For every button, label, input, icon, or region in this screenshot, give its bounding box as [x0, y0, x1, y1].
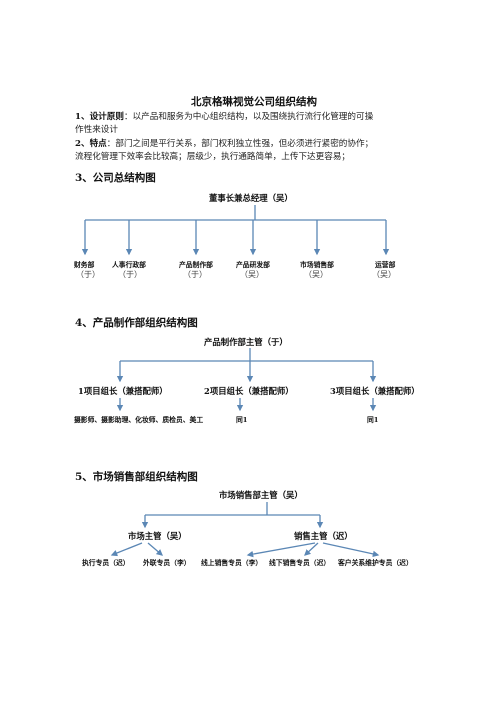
- features-line-2: 流程化管理下效率会比较高；层级少，执行通路简单，上传下达更容易；: [75, 152, 351, 162]
- features-label: 2、特点: [75, 139, 107, 149]
- conn-staff-offline: [304, 542, 319, 556]
- dept-production: 产品制作部: [179, 261, 213, 269]
- section5-heading: 5、市场销售部组织结构图: [75, 471, 198, 483]
- dept-finance-owner: （于）: [76, 270, 100, 279]
- section4-heading: 4、产品制作部组织结构图: [75, 317, 198, 329]
- sales-manager: 销售主管（迟）: [294, 531, 353, 541]
- sales-root-node: 市场销售部主管（吴）: [219, 490, 303, 500]
- staff-execution: 执行专员（迟）: [82, 559, 130, 567]
- dept-marketing-sales: 市场销售部: [300, 261, 334, 269]
- staff-external-relations: 外联专员（李）: [143, 559, 191, 567]
- dept-rnd: 产品研发部: [236, 261, 270, 269]
- design-principle-line-1: 1、设计原则：以产品和服务为中心组织结构，以及围绕执行流行化管理的可操: [75, 111, 373, 124]
- production-root-node: 产品制作部主管（于）: [204, 337, 288, 347]
- section3-heading: 3、公司总结构图: [75, 172, 156, 184]
- dept-finance: 财务部: [74, 261, 95, 269]
- conn-staff-execution: [110, 542, 143, 557]
- project-group-2: 2项目组长（兼搭配师）: [204, 386, 294, 396]
- design-principle-label: 1、设计原则: [75, 112, 124, 122]
- dept-marketing-sales-owner: （吴）: [304, 270, 328, 279]
- dept-operations-owner: （吴）: [372, 270, 396, 279]
- staff-customer-relations: 客户关系维护专员（迟）: [338, 559, 413, 567]
- conn-staff-online: [246, 542, 316, 558]
- org-root-node: 董事长兼总经理（吴）: [209, 193, 293, 203]
- document-title: 北京格琳视觉公司组织结构: [191, 96, 317, 108]
- project-group-1-members: 摄影师、摄影助理、化妆师、质检员、美工: [74, 416, 204, 424]
- dept-operations: 运营部: [375, 261, 396, 269]
- dept-hr-admin: 人事行政部: [112, 261, 146, 269]
- marketing-manager: 市场主管（吴）: [128, 531, 187, 541]
- project-group-3-members: 同1: [367, 416, 379, 424]
- staff-online-sales: 线上销售专员（李）: [201, 559, 263, 567]
- conn-staff-customer: [322, 542, 380, 558]
- features-line-1: 2、特点：部门之间是平行关系，部门权利独立性强，但必须进行紧密的协作；: [75, 138, 373, 151]
- project-group-1: 1项目组长（兼搭配师）: [78, 386, 168, 396]
- dept-rnd-owner: （吴）: [240, 270, 264, 279]
- conn-staff-external: [147, 542, 163, 556]
- design-principle-text: ：以产品和服务为中心组织结构，以及围绕执行流行化管理的可操: [123, 112, 374, 122]
- features-text: ：部门之间是平行关系，部门权利独立性强，但必须进行紧密的协作；: [106, 139, 374, 149]
- design-principle-line-2: 作性来设计: [75, 125, 118, 135]
- dept-hr-admin-owner: （于）: [118, 270, 142, 279]
- staff-offline-sales: 线下销售专员（迟）: [269, 559, 331, 567]
- project-group-2-members: 同1: [236, 416, 248, 424]
- project-group-3: 3项目组长（兼搭配师）: [330, 386, 420, 396]
- dept-production-owner: （于）: [183, 270, 207, 279]
